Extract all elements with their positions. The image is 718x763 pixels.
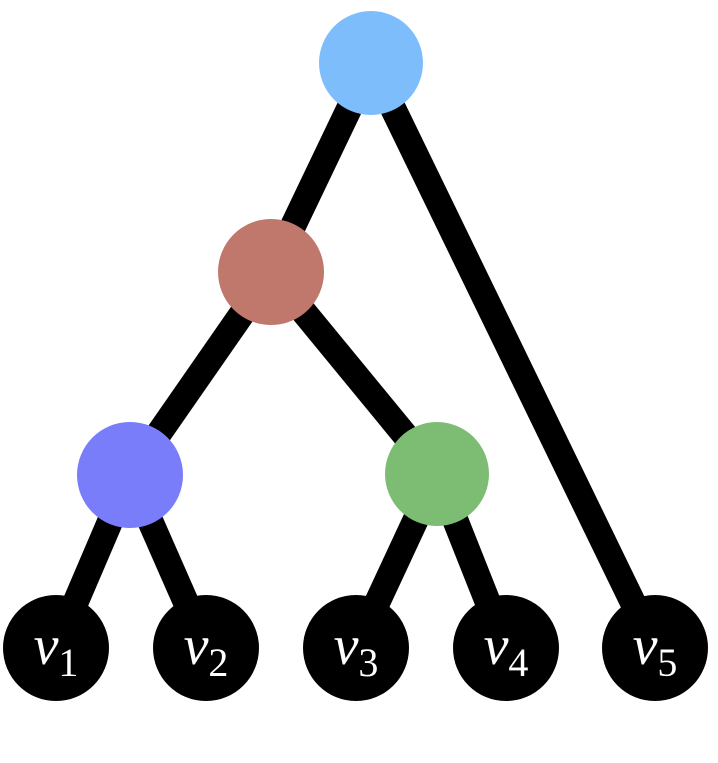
tree-node-internal-green bbox=[385, 422, 489, 526]
tree-edge-root-leaf-v5 bbox=[359, 57, 667, 654]
node-label-leaf-v4: v4 bbox=[484, 615, 529, 685]
tree-node-leaf-v4 bbox=[453, 595, 559, 701]
node-label-leaf-v3: v3 bbox=[334, 615, 379, 685]
node-label-leaf-v2: v2 bbox=[184, 615, 229, 685]
tree-node-leaf-v2 bbox=[153, 595, 259, 701]
tree-node-leaf-v1 bbox=[3, 595, 109, 701]
node-label-leaf-v1: v1 bbox=[34, 615, 79, 685]
tree-node-internal-purple bbox=[77, 422, 183, 528]
tree-node-root bbox=[319, 11, 423, 115]
tree-node-internal-red bbox=[218, 219, 324, 325]
tree-node-leaf-v5 bbox=[602, 595, 708, 701]
node-label-leaf-v5: v5 bbox=[633, 615, 678, 685]
tree-node-leaf-v3 bbox=[303, 595, 409, 701]
